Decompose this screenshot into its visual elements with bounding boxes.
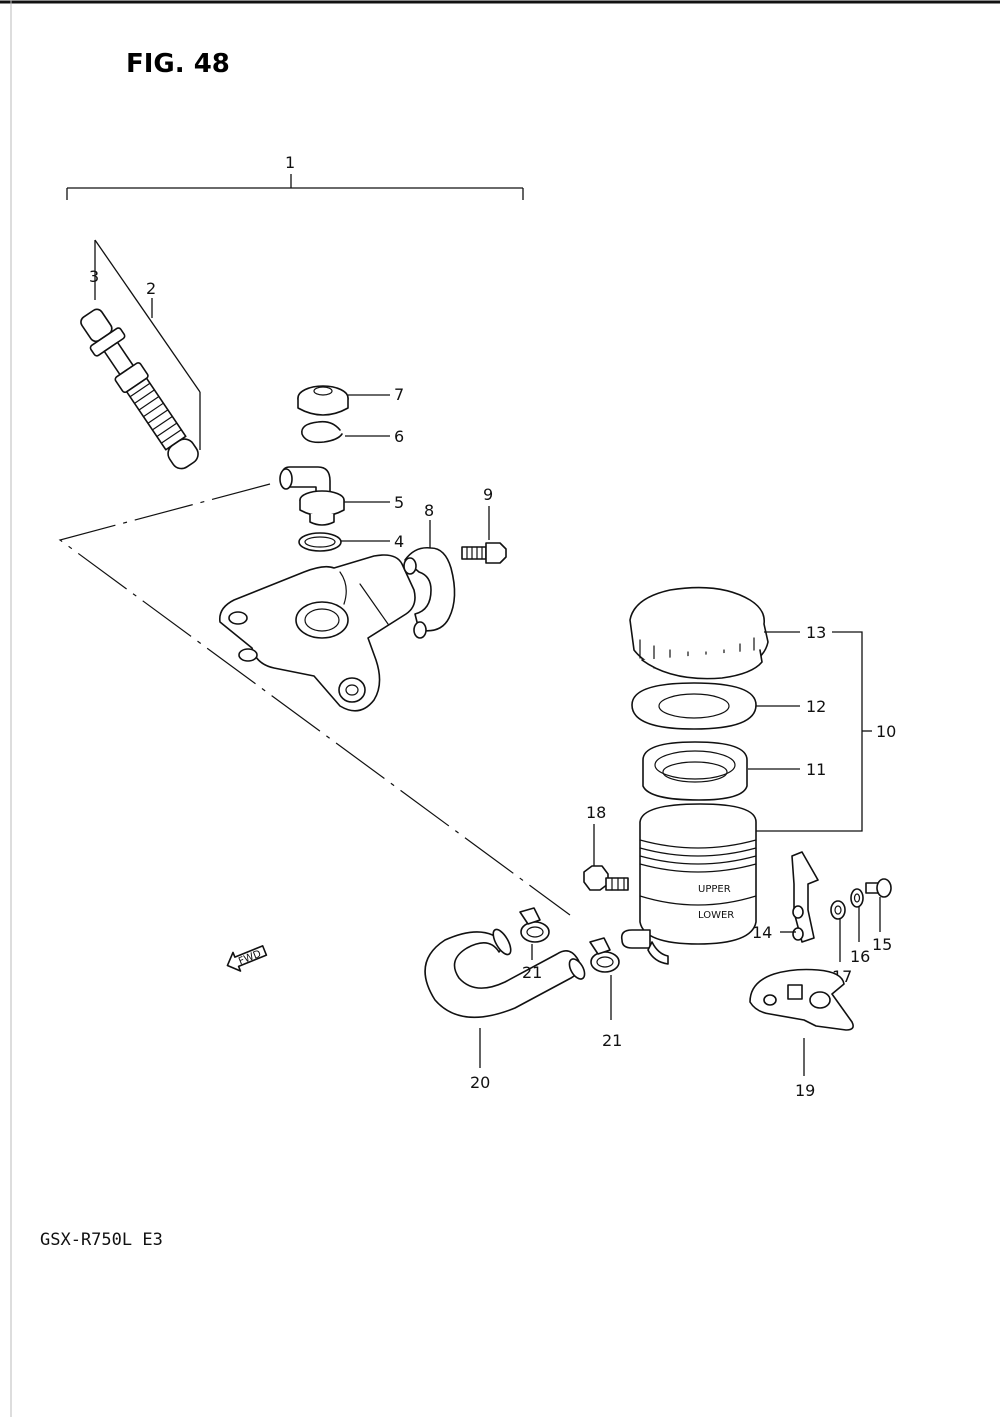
callout-11: 11 <box>806 760 826 779</box>
callout-19: 19 <box>795 1081 815 1100</box>
master-cylinder-body <box>218 554 416 712</box>
circlip <box>301 420 390 444</box>
hose-connector <box>279 466 390 526</box>
callout-4: 4 <box>394 532 404 551</box>
reservoir-tank: UPPER LOWER <box>620 803 757 965</box>
callout-5: 5 <box>394 493 404 512</box>
fwd-label: FWD <box>237 948 263 967</box>
hose-clip-lower <box>589 937 620 1020</box>
reservoir-lower-mark: LOWER <box>698 910 734 921</box>
callout-8: 8 <box>424 501 434 520</box>
guide-line <box>58 483 571 916</box>
clamp-bolt <box>461 506 507 564</box>
reservoir-upper-mark: UPPER <box>698 884 731 895</box>
callout-15: 15 <box>872 935 892 954</box>
reservoir-cap-small <box>297 385 390 416</box>
washer <box>830 900 846 962</box>
fwd-arrow: FWD <box>226 945 268 972</box>
reservoir-bracket <box>780 851 819 943</box>
callout-13: 13 <box>806 623 826 642</box>
o-ring <box>298 532 390 552</box>
hose-clip-upper <box>519 907 550 960</box>
piston-assembly <box>80 239 201 470</box>
figure-title: FIG. 48 <box>126 49 230 79</box>
group-10-bracket <box>756 631 863 832</box>
callout-21-upper: 21 <box>522 963 542 982</box>
callout-21-lower: 21 <box>602 1031 622 1050</box>
callout-12: 12 <box>806 697 826 716</box>
reservoir-hose <box>424 928 586 1068</box>
callout-16: 16 <box>850 947 870 966</box>
callout-1: 1 <box>285 153 295 172</box>
callout-2: 2 <box>146 279 156 298</box>
handlebar-clamp <box>403 520 456 639</box>
callout-18: 18 <box>586 803 606 822</box>
callout-20: 20 <box>470 1073 490 1092</box>
reservoir-bolt <box>583 824 629 891</box>
callout-6: 6 <box>394 427 404 446</box>
bracket-screw <box>865 878 892 932</box>
callout-3: 3 <box>89 267 99 286</box>
assembly-bracket <box>66 174 524 200</box>
callout-9: 9 <box>483 485 493 504</box>
mounting-bracket <box>749 968 854 1076</box>
callout-10: 10 <box>876 722 896 741</box>
model-label: GSX-R750L E3 <box>40 1230 163 1250</box>
callout-7: 7 <box>394 385 404 404</box>
lock-washer <box>850 888 864 942</box>
diaphragm-plate <box>631 682 800 730</box>
callout-14: 14 <box>752 923 772 942</box>
diaphragm <box>642 741 800 801</box>
reservoir-cap <box>629 586 800 680</box>
